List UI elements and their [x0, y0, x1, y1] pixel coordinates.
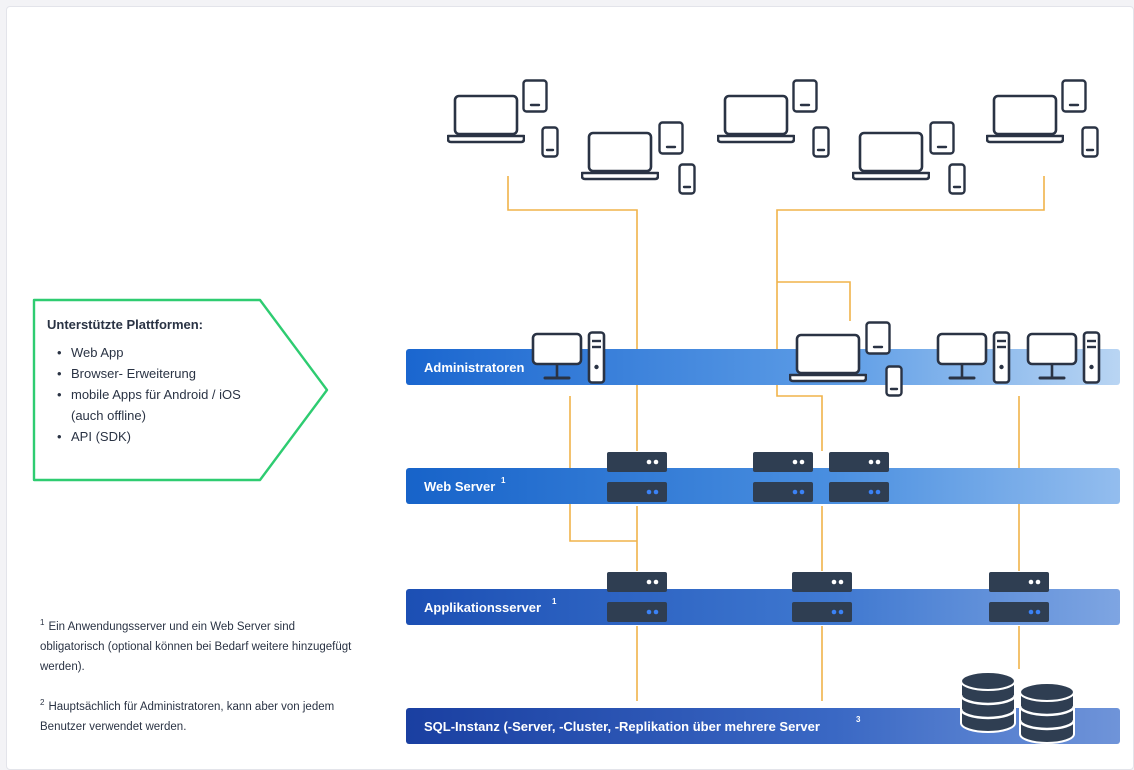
footnote-2-text: Hauptsächlich für Administratoren, kann … — [40, 700, 335, 733]
footnote-1-text: Ein Anwendungsserver und ein Web Server … — [40, 620, 352, 673]
laptop-icon — [447, 94, 525, 144]
tablet-icon — [929, 121, 955, 155]
laptop-icon — [581, 131, 659, 181]
tablet-icon — [658, 121, 684, 155]
band-sql-instanz-sup: 3 — [856, 715, 861, 724]
list-item: API (SDK) — [47, 426, 287, 447]
laptop-icon — [717, 94, 795, 144]
phone-icon — [885, 365, 903, 397]
platforms-title: Unterstützte Plattformen: — [47, 317, 204, 332]
tablet-icon — [865, 321, 891, 355]
band-applikationsserver: Applikationsserver 1 — [406, 589, 1120, 625]
phone-icon — [812, 126, 830, 158]
connector-clients-left — [507, 176, 638, 451]
database-icon — [1019, 682, 1075, 744]
band-applikationsserver-label: Applikationsserver — [424, 600, 541, 615]
band-web-server-label: Web Server — [424, 479, 495, 494]
phone-icon — [1081, 126, 1099, 158]
band-web-server-sup: 1 — [501, 476, 506, 485]
tablet-icon — [792, 79, 818, 113]
platforms-box: Unterstützte Plattformen: Web App Browse… — [47, 317, 287, 447]
band-sql-instanz-label: SQL-Instanz (-Server, -Cluster, -Replika… — [424, 719, 820, 734]
phone-icon — [948, 163, 966, 195]
band-administratoren: Administratoren 2 — [406, 349, 1120, 385]
footnote-1-number: 1 — [40, 618, 45, 627]
laptop-icon — [852, 131, 930, 181]
band-applikationsserver-sup: 1 — [552, 597, 557, 606]
band-administratoren-label: Administratoren — [424, 360, 524, 375]
database-icon — [960, 671, 1016, 733]
list-item: Browser- Erweiterung — [47, 363, 287, 384]
phone-icon — [541, 126, 559, 158]
tablet-icon — [522, 79, 548, 113]
platforms-list: Web App Browser- Erweiterung mobile Apps… — [47, 342, 287, 447]
footnote-2-number: 2 — [40, 698, 45, 707]
diagram-frame: Administratoren 2 Web Server 1 Applikati… — [6, 6, 1134, 770]
laptop-icon — [789, 333, 867, 383]
connector-lines — [507, 176, 1045, 701]
client-devices — [447, 79, 1099, 195]
connector-admin-laptop — [777, 281, 851, 321]
list-item: Web App — [47, 342, 287, 363]
laptop-icon — [986, 94, 1064, 144]
list-item: (auch offline) — [71, 408, 146, 423]
phone-icon — [678, 163, 696, 195]
connector-admin-app — [569, 396, 637, 542]
band-sql-instanz: SQL-Instanz (-Server, -Cluster, -Replika… — [406, 708, 1120, 744]
list-item: mobile Apps für Android / iOS — [47, 384, 287, 405]
tablet-icon — [1061, 79, 1087, 113]
connector-clients-right — [776, 176, 1045, 451]
